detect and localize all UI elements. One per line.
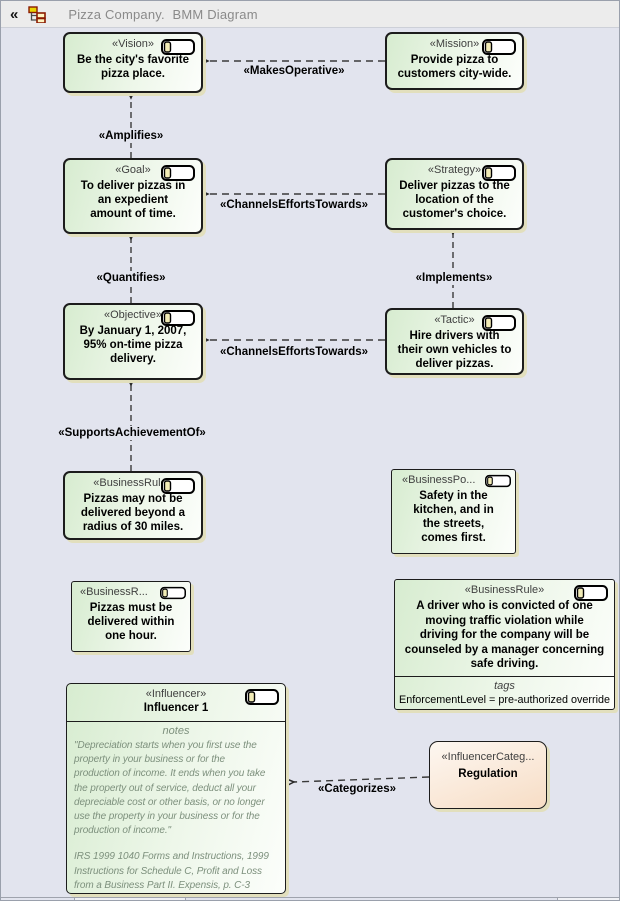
bmm-element-icon	[161, 165, 195, 181]
notes-citation: IRS 1999 1040 Forms and Instructions, 19…	[74, 851, 269, 891]
bmm-element-icon	[161, 39, 195, 55]
node-business-rule-driver[interactable]: «BusinessRule» A driver who is convicted…	[394, 579, 615, 710]
node-text: Safety in the kitchen, and in the street…	[413, 490, 494, 544]
stereotype-label: «Objective»	[103, 309, 163, 321]
titlebar: « Pizza Company. BMM Diagram	[1, 1, 619, 28]
notes-compartment-label: notes	[162, 725, 190, 737]
node-text: A driver who is convicted of one moving …	[404, 600, 605, 670]
node-text: Be the city's favorite pizza place.	[76, 54, 190, 80]
stereotype-label: «Vision»	[112, 38, 154, 50]
stereotype-label: «InfluencerCateg...	[441, 751, 535, 763]
node-name: Regulation	[458, 768, 518, 780]
connector-label-quantifies[interactable]: «Quantifies»	[93, 271, 169, 285]
node-influencer[interactable]: «Influencer» Influencer 1 notes "Depreci…	[66, 683, 286, 894]
node-text: Provide pizza to customers city-wide.	[397, 54, 512, 80]
bmm-element-icon	[161, 310, 195, 326]
stereotype-label: «Strategy»	[427, 164, 482, 176]
node-business-policy[interactable]: «BusinessPo... Safety in the kitchen, an…	[391, 469, 516, 554]
bmm-element-icon	[482, 39, 516, 55]
stereotype-label: «BusinessRule»	[464, 584, 545, 596]
diagram-tree-icon	[28, 5, 47, 23]
stereotype-label: «BusinessRule»	[93, 477, 173, 489]
connector-label-supports-achievement[interactable]: «SupportsAchievementOf»	[55, 426, 209, 440]
bmm-element-icon	[160, 586, 186, 600]
connector-label-channels-efforts-1[interactable]: «ChannelsEffortsTowards»	[216, 198, 372, 212]
connector-label-implements[interactable]: «Implements»	[412, 271, 496, 285]
node-mission[interactable]: «Mission» Provide pizza to customers cit…	[385, 32, 524, 90]
tags-compartment-label: tags	[494, 679, 515, 692]
connector-label-makes-operative[interactable]: «MakesOperative»	[240, 64, 348, 78]
node-text: By January 1, 2007, 95% on-time pizza de…	[79, 325, 187, 365]
bottom-tab-left	[74, 898, 186, 900]
bmm-element-icon	[574, 585, 608, 601]
connector-label-amplifies[interactable]: «Amplifies»	[95, 129, 167, 143]
bottom-edge-line	[1, 897, 619, 898]
node-business-rule-hour[interactable]: «BusinessR... Pizzas must be delivered w…	[71, 581, 191, 652]
node-name: Influencer 1	[143, 702, 209, 714]
bottom-tab-right	[557, 898, 619, 900]
node-tactic[interactable]: «Tactic» Hire drivers with their own veh…	[385, 308, 524, 375]
node-influencer-category[interactable]: «InfluencerCateg... Regulation	[429, 741, 547, 809]
stereotype-label: «BusinessPo...	[402, 474, 476, 486]
connector-label-categorizes[interactable]: «Categorizes»	[315, 782, 399, 796]
stereotype-label: «Influencer»	[145, 688, 207, 700]
node-text: Pizzas may not be delivered beyond a rad…	[80, 493, 186, 533]
stereotype-label: «Tactic»	[434, 314, 475, 326]
node-goal[interactable]: «Goal» To deliver pizzas in an expedient…	[63, 158, 203, 234]
compartment-divider	[395, 675, 614, 677]
notes-text: "Depreciation starts when you first use …	[74, 740, 266, 837]
connector-label-channels-efforts-2[interactable]: «ChannelsEffortsTowards»	[216, 345, 372, 359]
node-business-rule-radius[interactable]: «BusinessRule» Pizzas may not be deliver…	[63, 471, 203, 540]
node-objective[interactable]: «Objective» By January 1, 2007, 95% on-t…	[63, 303, 203, 380]
stereotype-label: «BusinessR...	[80, 586, 148, 598]
bmm-element-icon	[482, 165, 516, 181]
bmm-element-icon	[245, 689, 279, 705]
collapse-button[interactable]: «	[10, 5, 19, 23]
node-strategy[interactable]: «Strategy» Deliver pizzas to the locatio…	[385, 158, 524, 230]
bmm-element-icon	[485, 474, 511, 488]
node-text: To deliver pizzas in an expedient amount…	[80, 180, 186, 220]
node-vision[interactable]: «Vision» Be the city's favorite pizza pl…	[63, 32, 203, 93]
bmm-element-icon	[482, 315, 516, 331]
tag-value: EnforcementLevel = pre-authorized overri…	[399, 693, 610, 706]
bmm-element-icon	[161, 478, 195, 494]
stereotype-label: «Mission»	[429, 38, 480, 50]
diagram-title: Pizza Company. BMM Diagram	[68, 6, 258, 22]
node-text: Deliver pizzas to the location of the cu…	[399, 180, 510, 220]
compartment-divider	[67, 721, 285, 722]
node-text: Hire drivers with their own vehicles to …	[397, 330, 512, 370]
node-text: Pizzas must be delivered within one hour…	[87, 602, 175, 642]
stereotype-label: «Goal»	[115, 164, 151, 176]
